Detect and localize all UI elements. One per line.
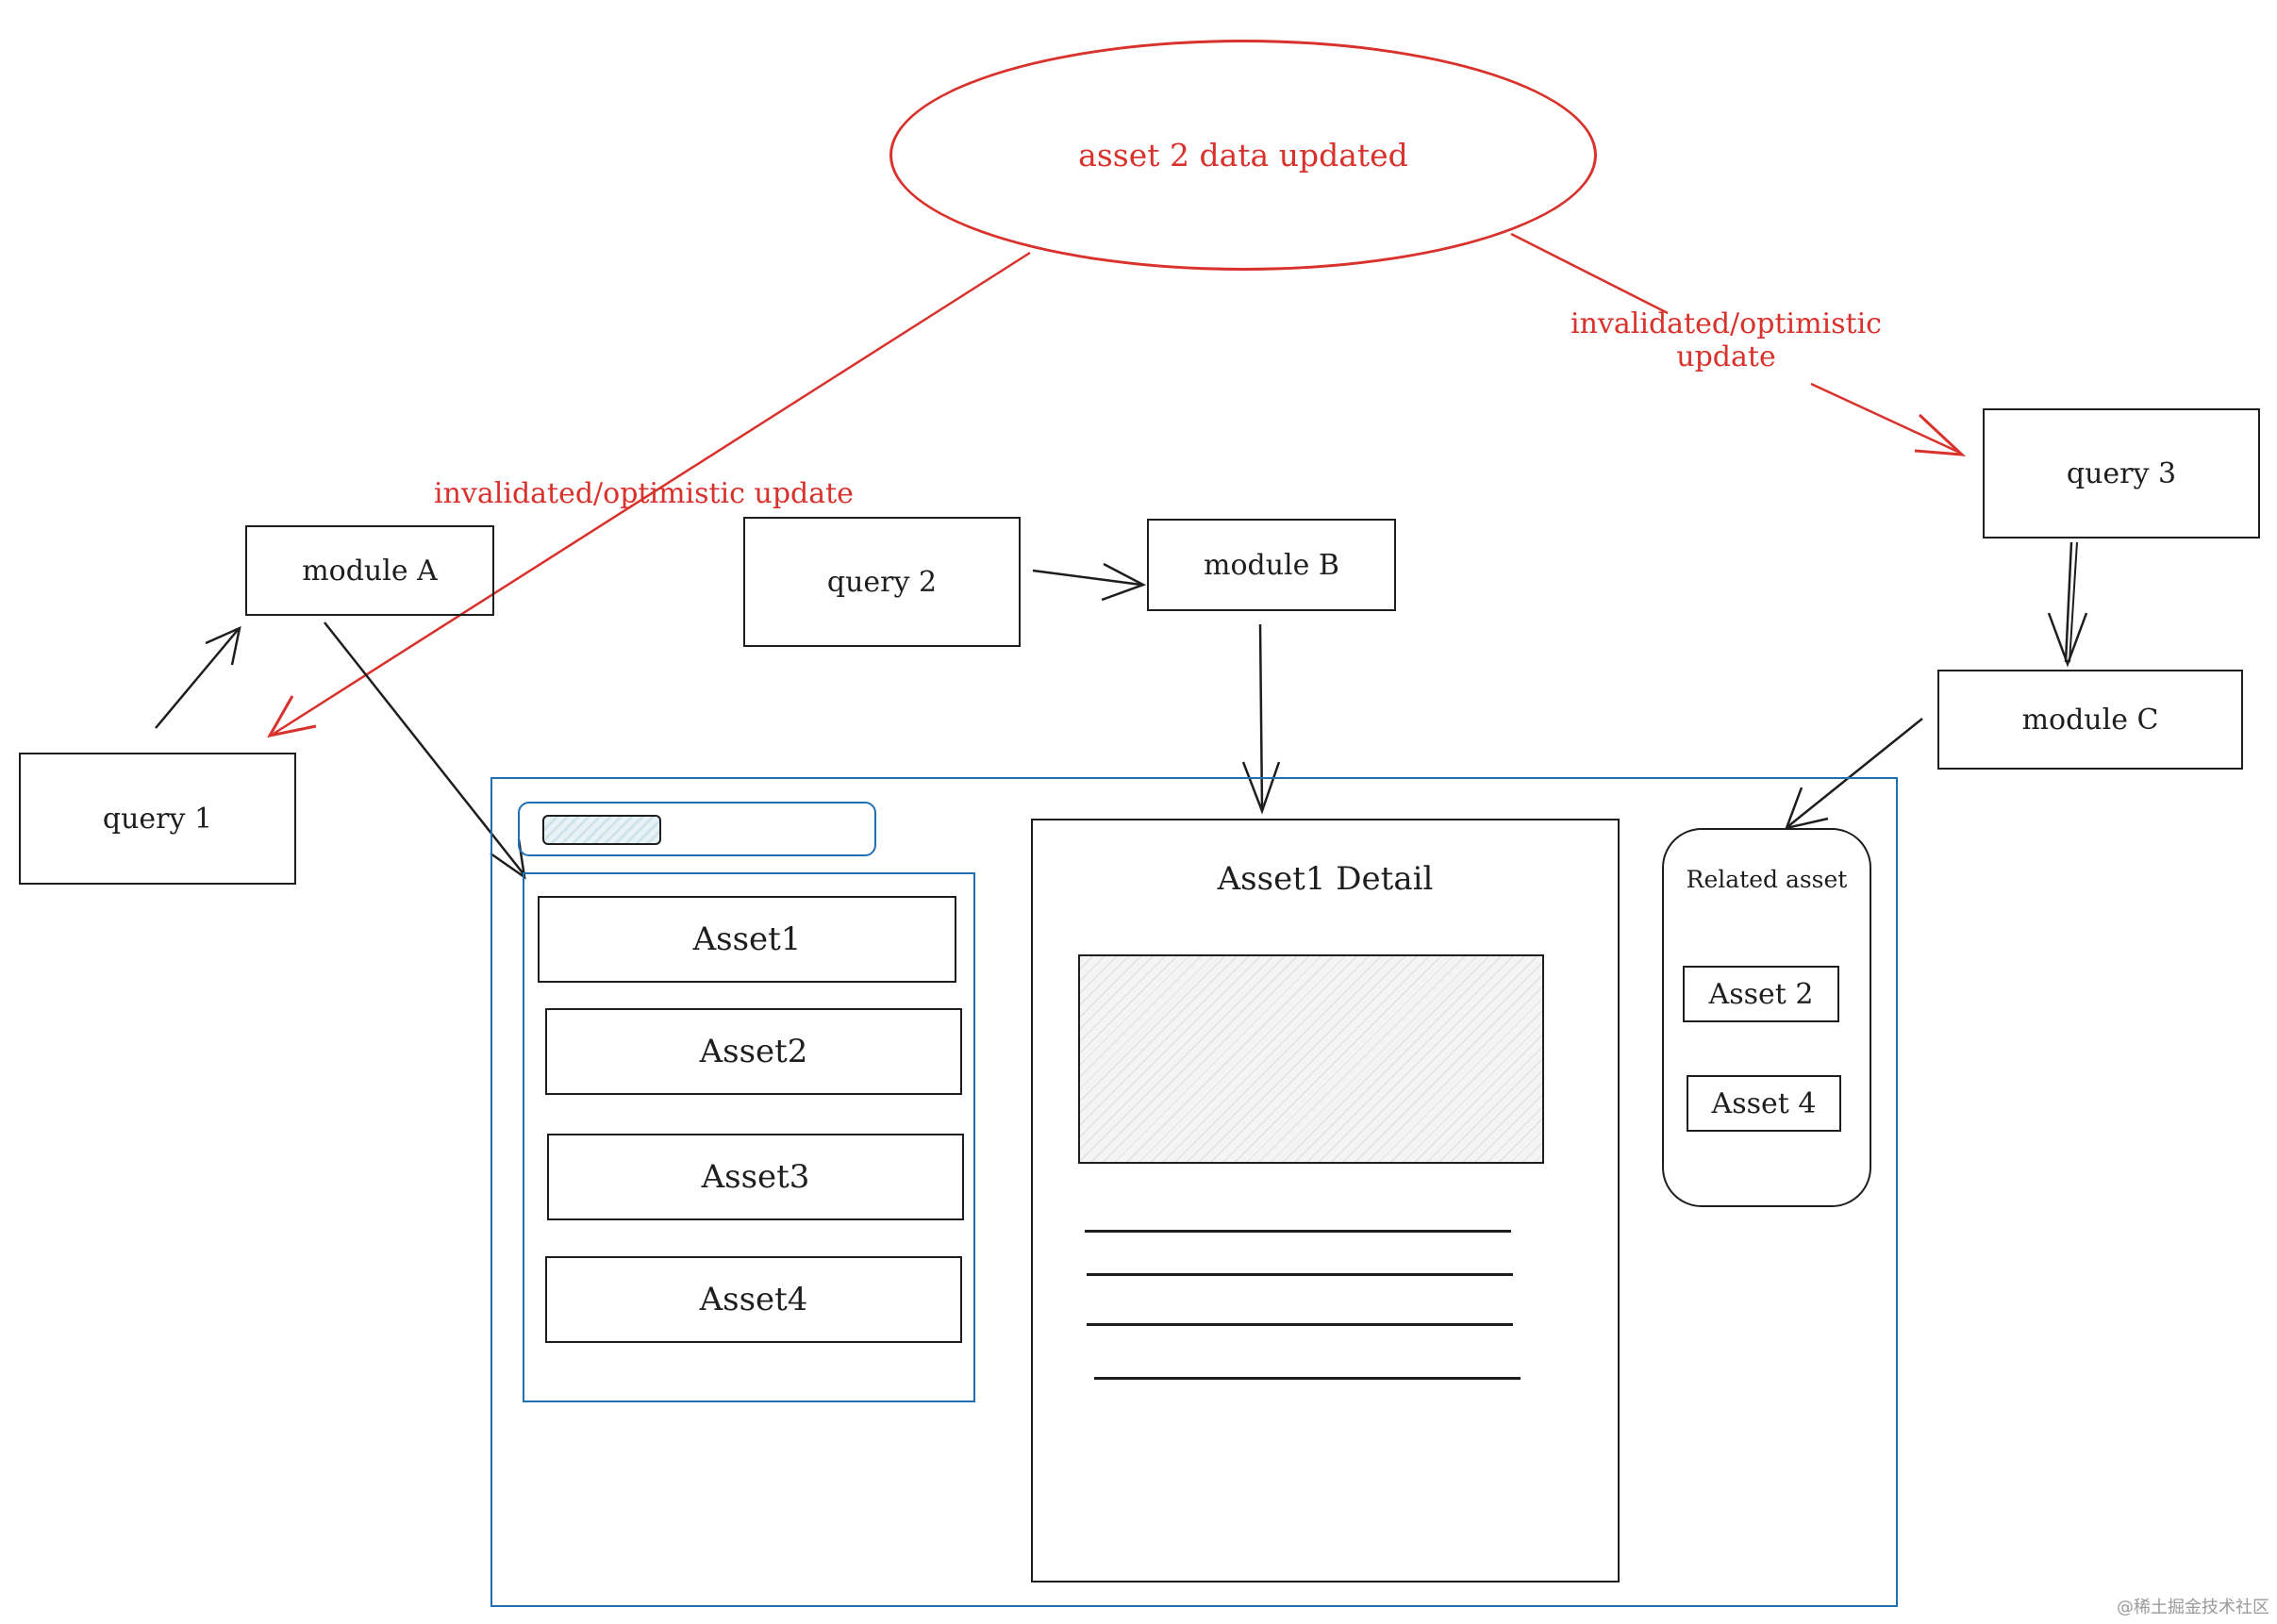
related-asset-item-label: Asset 2	[1708, 977, 1814, 1011]
related-asset-item[interactable]: Asset 2	[1683, 966, 1839, 1022]
query1-node: query 1	[19, 753, 296, 885]
moduleC-label: module C	[2021, 703, 2159, 737]
related-asset-item[interactable]: Asset 4	[1687, 1075, 1841, 1132]
edge-label-right-line2: update	[1676, 340, 1776, 373]
arrow-query2-to-moduleB	[1032, 562, 1147, 602]
arrow-query3-to-moduleC	[2047, 541, 2088, 668]
event-ellipse: asset 2 data updated	[889, 40, 1597, 271]
search-bar[interactable]	[518, 802, 876, 856]
asset-list-item-label: Asset4	[699, 1281, 808, 1318]
app-frame	[490, 777, 1898, 1607]
text-line	[1085, 1230, 1511, 1233]
moduleC-node: module C	[1937, 670, 2243, 770]
asset-list	[523, 872, 975, 1402]
moduleB-label: module B	[1204, 548, 1339, 582]
asset-list-item[interactable]: Asset2	[545, 1008, 962, 1095]
moduleA-label: module A	[302, 554, 438, 588]
watermark: @稀土掘金技术社区	[2117, 1598, 2269, 1617]
related-asset-panel	[1662, 828, 1871, 1207]
asset-detail-title: Asset1 Detail	[1217, 860, 1434, 898]
related-asset-item-label: Asset 4	[1711, 1086, 1817, 1120]
query3-label: query 3	[2066, 456, 2177, 490]
query3-node: query 3	[1983, 408, 2260, 539]
text-line	[1087, 1323, 1513, 1326]
arrow-query1-to-moduleA	[155, 625, 241, 729]
edge-label-left: invalidated/optimistic update	[434, 477, 854, 510]
asset-list-item-label: Asset3	[701, 1158, 810, 1196]
asset-list-item-label: Asset1	[692, 920, 802, 958]
query1-label: query 1	[102, 802, 213, 836]
text-line	[1087, 1273, 1513, 1276]
text-line	[1094, 1377, 1521, 1380]
asset-list-item[interactable]: Asset1	[538, 896, 956, 983]
query2-label: query 2	[826, 565, 938, 599]
search-input[interactable]	[542, 815, 661, 845]
asset-list-item-label: Asset2	[699, 1033, 808, 1070]
asset-list-item[interactable]: Asset3	[547, 1134, 964, 1220]
query2-node: query 2	[743, 517, 1021, 647]
moduleB-node: module B	[1147, 519, 1396, 611]
image-placeholder	[1078, 954, 1544, 1164]
asset-detail-panel	[1031, 819, 1620, 1583]
edge-label-right-line1: invalidated/optimistic	[1571, 307, 1882, 340]
edge-label-right: invalidated/optimistic update	[1566, 307, 1886, 373]
moduleA-node: module A	[245, 525, 494, 616]
event-label: asset 2 data updated	[1078, 137, 1408, 174]
asset-list-item[interactable]: Asset4	[545, 1256, 962, 1343]
related-asset-title: Related asset	[1686, 866, 1848, 893]
